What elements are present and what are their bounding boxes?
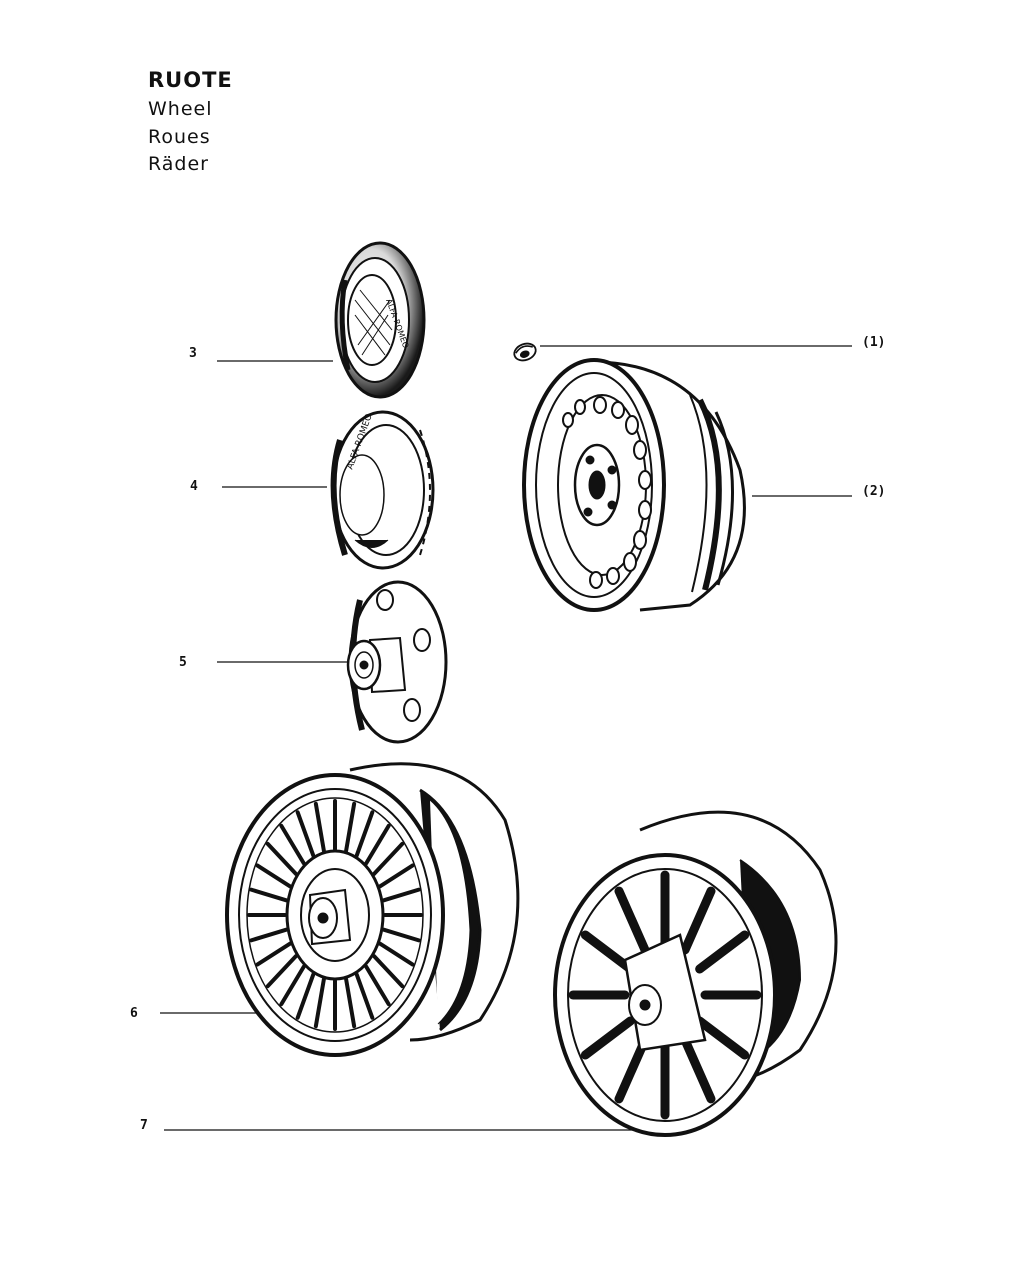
spoke	[265, 841, 298, 876]
spoke	[381, 887, 421, 903]
spoke	[695, 930, 750, 974]
spoke	[249, 887, 289, 903]
callout-5: 5	[179, 655, 187, 670]
title-english: Wheel	[148, 98, 213, 120]
callout-6: 6	[130, 1006, 138, 1021]
spoke	[279, 823, 306, 866]
alloy-wheel-part-7	[553, 810, 838, 1137]
spoke	[354, 972, 375, 1020]
spoke	[279, 964, 306, 1007]
wheel-bolt-holes	[583, 455, 617, 517]
spoke	[313, 977, 326, 1029]
callout-2: (2)	[862, 484, 886, 499]
center-cap-part-5	[346, 580, 448, 744]
hubcap-part-4: ALFA ROMEO	[330, 410, 435, 570]
spoke	[695, 1016, 750, 1060]
spoke	[680, 1035, 716, 1104]
spoke	[295, 972, 316, 1020]
emblem-crosshatch	[354, 289, 393, 356]
spoke	[313, 801, 326, 853]
leader-line-7	[164, 1119, 643, 1131]
title-french: Roues	[148, 126, 211, 148]
spoke	[344, 977, 357, 1029]
spoke	[255, 941, 292, 967]
callout-1: (1)	[862, 335, 886, 350]
spoke	[372, 954, 405, 989]
spoke	[344, 801, 357, 853]
spoke	[354, 810, 375, 858]
wheel-ventilation-holes	[562, 396, 652, 589]
spoke	[381, 927, 421, 943]
spoke	[614, 886, 650, 955]
spoke	[364, 823, 391, 866]
callout-3: 3	[189, 346, 197, 361]
spoke	[372, 841, 405, 876]
callout-7: 7	[140, 1118, 148, 1133]
spoke	[364, 964, 391, 1007]
callout-4: 4	[190, 479, 198, 494]
spoke	[680, 886, 716, 955]
spoke	[265, 954, 298, 989]
title-german: Räder	[148, 153, 209, 175]
spoke	[378, 863, 415, 889]
wheel-nut-part-1	[513, 342, 537, 362]
wheel-spokes-7	[568, 870, 762, 1120]
title-italian: RUOTE	[148, 68, 233, 92]
spoke	[255, 863, 292, 889]
spoke	[580, 930, 635, 974]
spoke	[295, 810, 316, 858]
spoke	[249, 927, 289, 943]
steel-wheel-part-2	[522, 358, 746, 612]
spoke	[378, 941, 415, 967]
spoke	[580, 1016, 635, 1060]
spoked-wheel-part-6	[225, 762, 520, 1057]
hubcap-part-3: ALFA ROMEO	[334, 241, 426, 399]
wheel-spokes-6	[247, 799, 423, 1031]
